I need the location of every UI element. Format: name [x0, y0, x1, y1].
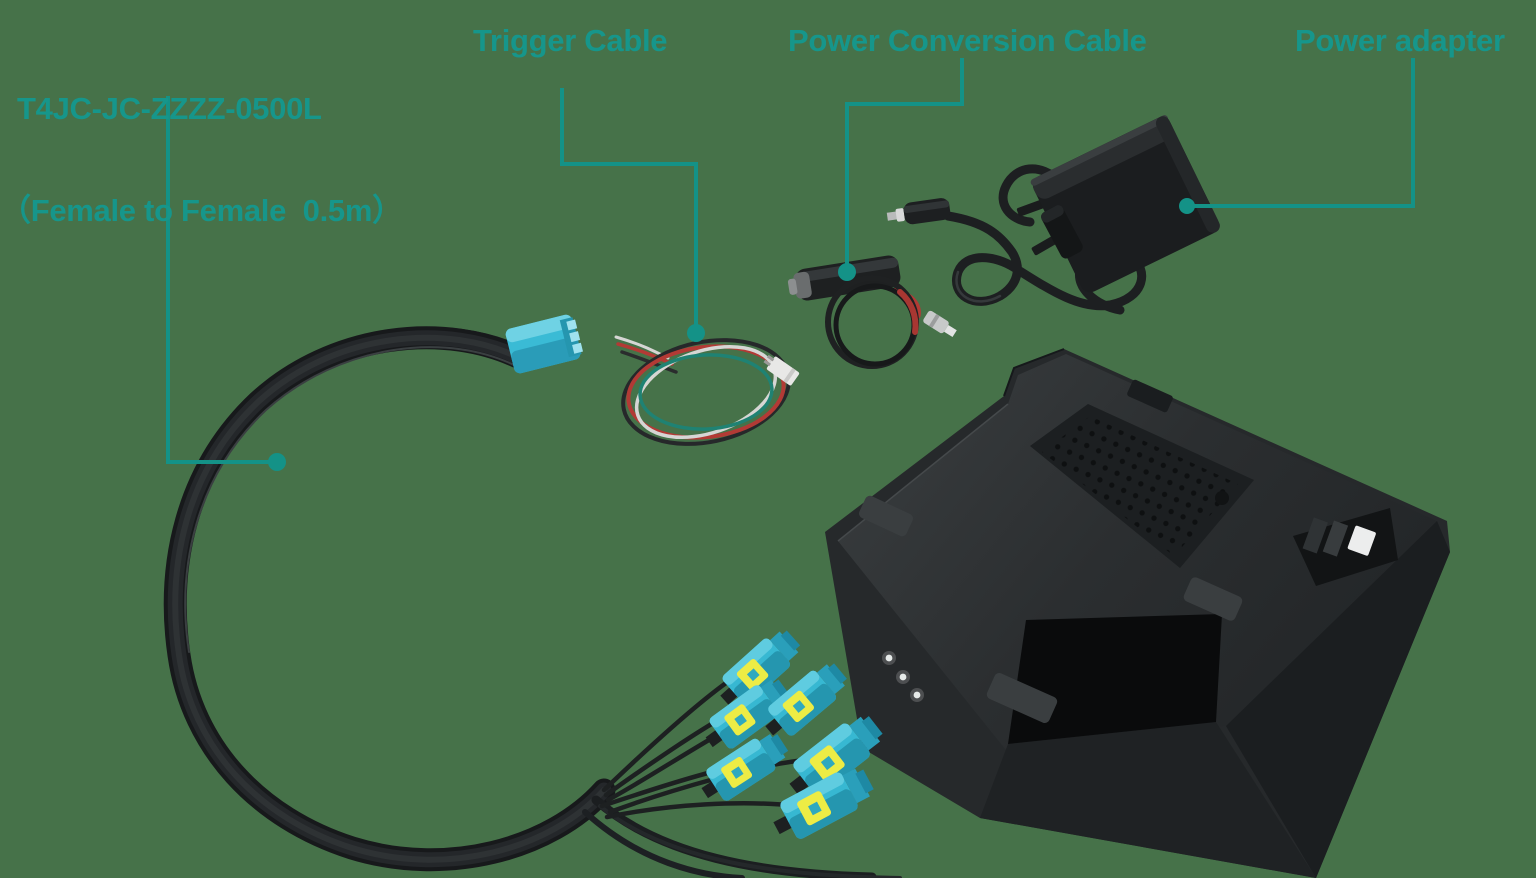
front-slot	[1008, 614, 1222, 744]
cable-strap	[1040, 205, 1083, 259]
dc-plug	[886, 198, 951, 225]
leader-line-power-adapter	[1192, 58, 1415, 208]
vent-panel	[1030, 404, 1254, 568]
trigger-cable-connector	[763, 354, 800, 386]
dc-pin-connector	[923, 310, 957, 338]
leader-line-power-conversion	[845, 58, 964, 268]
port-2	[1322, 520, 1349, 557]
anchor-dot-harness	[268, 453, 286, 471]
anchor-dot-trigger-cable	[687, 324, 705, 342]
annotation-anchor-dots	[268, 198, 1195, 471]
label-harness-part-number: T4JC-JC-ZZZZ-0500L （Female to Female 0.5…	[0, 24, 403, 296]
leader-line-trigger-cable	[560, 88, 698, 330]
usb-port	[1347, 525, 1376, 556]
annotation-leader-lines	[166, 58, 1415, 464]
quad-fakra-connector	[505, 314, 584, 374]
power-conversion-cable-illustration	[787, 255, 957, 369]
power-adapter-illustration	[886, 115, 1220, 315]
rear-ports	[1293, 508, 1398, 586]
harness-spec-text: （Female to Female 0.5m）	[0, 193, 403, 228]
coax-harness-illustration	[163, 314, 902, 878]
label-power-adapter: Power adapter	[1295, 23, 1505, 58]
corner-pads	[859, 495, 1243, 724]
led-indicators	[882, 651, 924, 702]
top-hole	[1215, 491, 1229, 505]
anchor-dot-power-conversion	[838, 263, 856, 281]
anchor-dot-power-adapter	[1179, 198, 1195, 214]
label-trigger-cable: Trigger Cable	[473, 23, 668, 58]
control-box-illustration	[825, 348, 1450, 878]
harness-part-number-text: T4JC-JC-ZZZZ-0500L	[17, 91, 322, 126]
leader-line-harness	[166, 96, 270, 464]
trigger-cable-illustration	[614, 335, 800, 446]
port-1	[1302, 517, 1328, 554]
label-power-conversion-cable: Power Conversion Cable	[788, 23, 1147, 58]
